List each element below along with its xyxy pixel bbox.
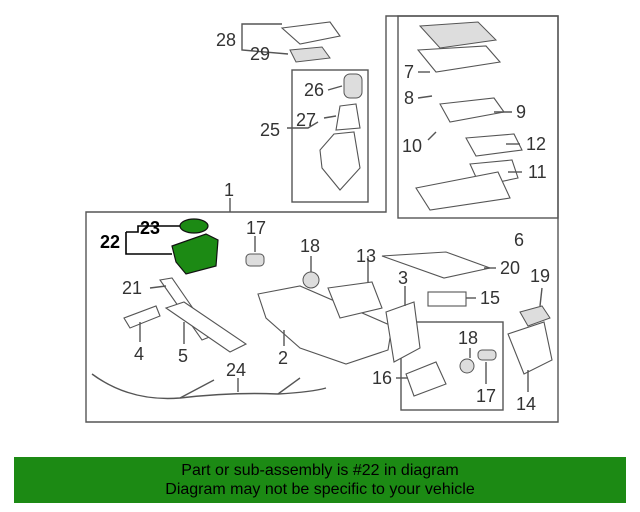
callout-17: 17: [246, 218, 266, 238]
callout-8: 8: [404, 88, 414, 108]
callout-12: 12: [526, 134, 546, 154]
callout-20: 20: [500, 258, 520, 278]
callout-4: 4: [134, 344, 144, 364]
callout-11: 11: [528, 162, 547, 182]
part-12-shape: [465, 133, 523, 157]
part-27-boot: [335, 103, 361, 131]
callout-29: 29: [250, 44, 270, 64]
armrest-group-box: [397, 15, 559, 219]
banner-line-2: Diagram may not be specific to your vehi…: [165, 481, 475, 498]
part-armrest-lid: [418, 21, 498, 49]
part-4-bracket: [123, 305, 161, 329]
part-19-clip: [519, 305, 551, 327]
callout-5: 5: [178, 346, 188, 366]
part-13-bin: [327, 281, 383, 319]
callout-6: 6: [514, 230, 524, 250]
side-bracket-box: [400, 321, 504, 411]
callout-21: 21: [122, 278, 142, 298]
callout-15: 15: [480, 288, 500, 308]
part-24-harness-branch: [179, 377, 301, 399]
callout-22: 22: [100, 232, 120, 252]
part-9-shape: [439, 97, 505, 123]
callout-19: 19: [530, 266, 550, 286]
callout-13: 13: [356, 246, 376, 266]
callout-17-b: 17: [476, 386, 496, 406]
callout-18-b: 18: [458, 328, 478, 348]
callout-2: 2: [278, 348, 288, 368]
parts-diagram: 1 28 29 25 26 27 7 8 9 10 12 11 6 23 22 …: [85, 15, 559, 423]
callout-28: 28: [216, 30, 236, 50]
part-24-harness: [91, 373, 327, 400]
callout-3: 3: [398, 268, 408, 288]
banner-line-1: Part or sub-assembly is #22 in diagram: [181, 462, 459, 479]
part-armrest-pad: [416, 45, 502, 73]
part-3-bracket: [385, 301, 421, 363]
callout-7: 7: [404, 62, 414, 82]
part-18-plug: [302, 271, 320, 289]
part-15-vent: [427, 291, 467, 307]
part-2-console: [257, 285, 393, 365]
shifter-group-box: [291, 69, 369, 203]
callout-10: 10: [402, 136, 422, 156]
part-16-bracket: [405, 361, 447, 397]
part-18-plug-b: [459, 358, 475, 374]
part-22-highlight: [171, 233, 219, 275]
callout-16: 16: [372, 368, 392, 388]
part-28-shape: [280, 21, 341, 45]
highlight-leaders: [125, 225, 180, 255]
callout-14: 14: [516, 394, 536, 414]
callout-24: 24: [226, 360, 246, 380]
part-armrest-base: [415, 171, 511, 211]
part-29-shape: [289, 46, 331, 63]
part-17-clip-b: [477, 349, 497, 361]
callout-23: 23: [140, 218, 160, 238]
part-25-shifter: [319, 131, 361, 191]
callout-18: 18: [300, 236, 320, 256]
part-26-knob: [343, 73, 363, 99]
leader-lines: [139, 23, 543, 392]
callout-25: 25: [260, 120, 280, 140]
callout-1: 1: [224, 180, 234, 200]
part-14-panel: [507, 321, 553, 375]
part-17-clip: [245, 253, 265, 267]
callout-27: 27: [296, 110, 316, 130]
info-banner: Part or sub-assembly is #22 in diagram D…: [14, 457, 626, 503]
callout-9: 9: [516, 102, 526, 122]
part-23-highlight: [179, 218, 209, 234]
callout-labels: 1 28 29 25 26 27 7 8 9 10 12 11 6 23 22 …: [100, 30, 550, 414]
callout-26: 26: [304, 80, 324, 100]
part-5-panel: [164, 301, 248, 353]
